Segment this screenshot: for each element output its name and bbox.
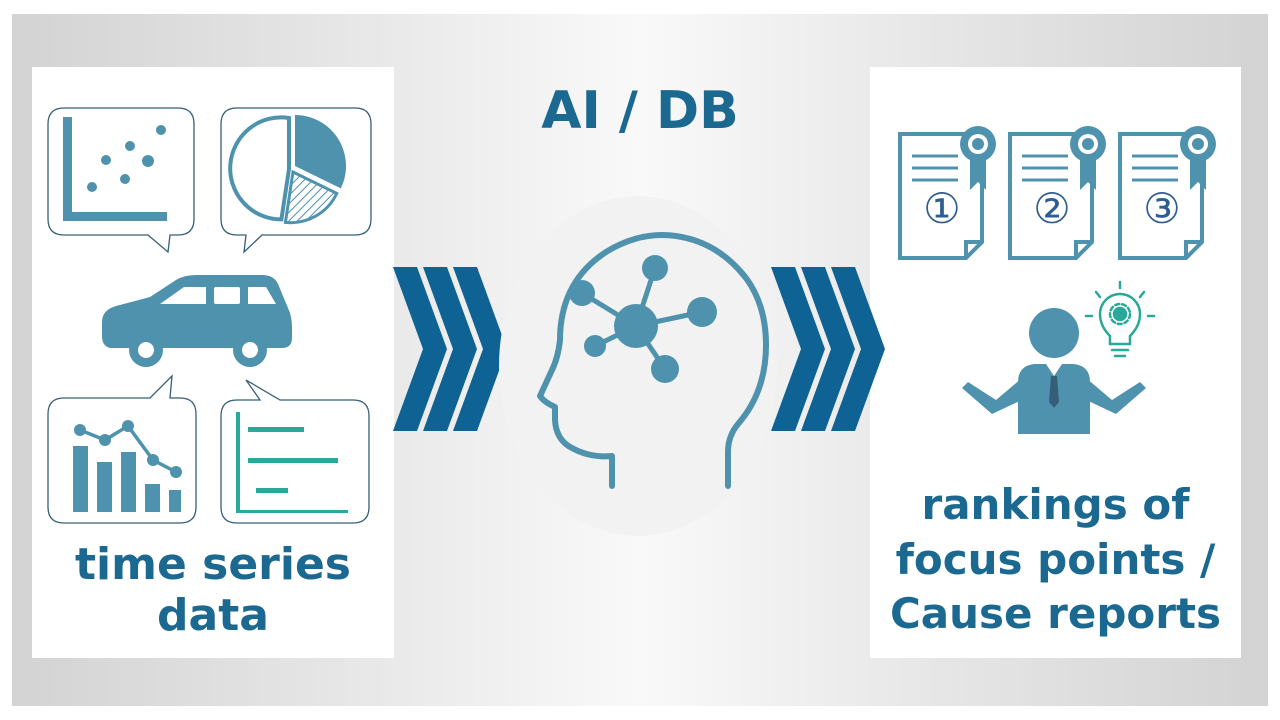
rank-badge-2: ② [1033, 184, 1071, 233]
output-label: rankings of focus points / Cause reports [870, 478, 1241, 642]
bar-line-chart-icon [47, 374, 197, 524]
input-label-line-1: time series [75, 539, 351, 590]
input-label-line-2: data [157, 589, 269, 641]
person-idea-icon [962, 308, 1146, 434]
ai-head-icon [537, 232, 769, 489]
certificate-icon [1118, 126, 1216, 260]
rank-badge-1: ① [923, 184, 961, 233]
rank-badge-3: ③ [1143, 184, 1181, 233]
lightbulb-gear-icon [1084, 280, 1156, 358]
input-label: time series data [32, 539, 394, 641]
center-label: AI / DB [541, 81, 739, 141]
chevron-arrows-right-icon [771, 267, 885, 431]
scatter-plot-icon [47, 107, 195, 254]
horizontal-bar-chart-icon [220, 379, 370, 524]
chevron-arrows-left-icon [393, 267, 507, 431]
center-halo [499, 196, 777, 536]
output-label-line-1: rankings of [921, 480, 1190, 529]
output-label-line-2: focus points / [895, 534, 1216, 584]
certificate-icon [1008, 126, 1106, 260]
car-icon [102, 275, 292, 367]
certificate-icon [898, 126, 996, 260]
pie-chart-icon [220, 107, 372, 254]
output-label-line-3: Cause reports [889, 589, 1222, 639]
